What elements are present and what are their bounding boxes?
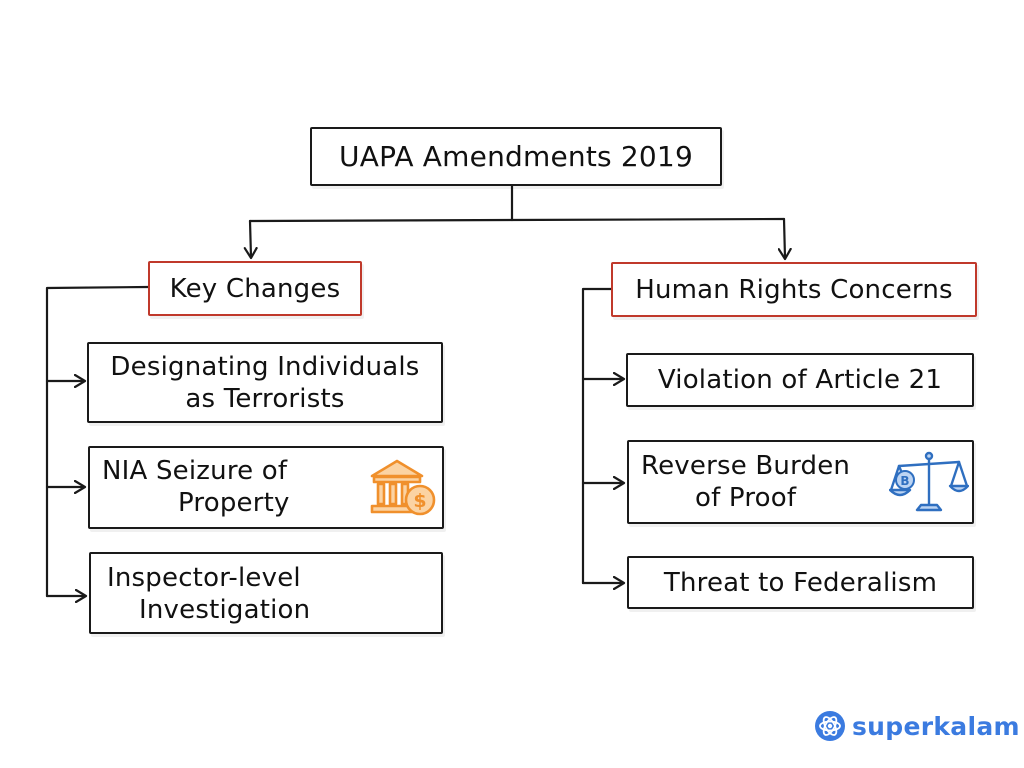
node-line: Investigation xyxy=(139,595,311,625)
root-label: UAPA Amendments 2019 xyxy=(339,139,693,173)
node-threat-federalism-label: Threat to Federalism xyxy=(663,567,938,598)
brand-name: superkalam xyxy=(852,711,1020,741)
superkalam-logo-icon xyxy=(815,711,845,741)
node-designating-individuals-text: Designating Individuals as Terrorists xyxy=(110,351,419,415)
node-line: of Proof xyxy=(695,483,797,513)
right-branch-arrow xyxy=(784,217,785,258)
node-inspector-level[interactable]: Inspector-level Investigation xyxy=(89,552,443,634)
branch-human-rights-label: Human Rights Concerns xyxy=(635,274,953,305)
node-nia-seizure-text: NIA Seizure of Property xyxy=(102,455,290,519)
branch-key-changes[interactable]: Key Changes xyxy=(148,261,362,316)
node-line: Designating Individuals xyxy=(110,351,420,382)
node-line: NIA Seizure of xyxy=(102,456,288,486)
node-line: Inspector-level xyxy=(107,563,301,593)
node-designating-individuals[interactable]: Designating Individuals as Terrorists xyxy=(87,342,443,423)
balance-scale-icon: B xyxy=(889,451,969,512)
node-violation-article-21-label: Violation of Article 21 xyxy=(657,365,943,395)
left-branch-arrow xyxy=(250,219,251,257)
right-spine xyxy=(581,287,613,585)
split-horizontal-connector xyxy=(248,217,786,223)
node-nia-seizure[interactable]: NIA Seizure of Property $ xyxy=(88,446,444,529)
node-reverse-burden-text: Reverse Burden of Proof xyxy=(641,450,850,514)
svg-text:B: B xyxy=(900,474,909,488)
node-threat-federalism[interactable]: Threat to Federalism xyxy=(627,556,974,609)
node-violation-article-21[interactable]: Violation of Article 21 xyxy=(626,353,974,407)
node-line: Reverse Burden xyxy=(641,451,851,481)
svg-text:$: $ xyxy=(413,490,426,512)
root-node[interactable]: UAPA Amendments 2019 xyxy=(310,127,722,186)
bank-dollar-icon: $ xyxy=(370,459,436,516)
node-line: Property xyxy=(178,488,290,518)
branch-human-rights-concerns[interactable]: Human Rights Concerns xyxy=(611,262,977,317)
node-line: as Terrorists xyxy=(185,383,345,414)
node-inspector-level-text: Inspector-level Investigation xyxy=(107,562,310,626)
node-reverse-burden[interactable]: Reverse Burden of Proof B xyxy=(627,440,974,524)
brand-watermark: superkalam xyxy=(814,708,1020,744)
left-spine xyxy=(45,285,150,598)
branch-key-changes-label: Key Changes xyxy=(169,273,341,304)
